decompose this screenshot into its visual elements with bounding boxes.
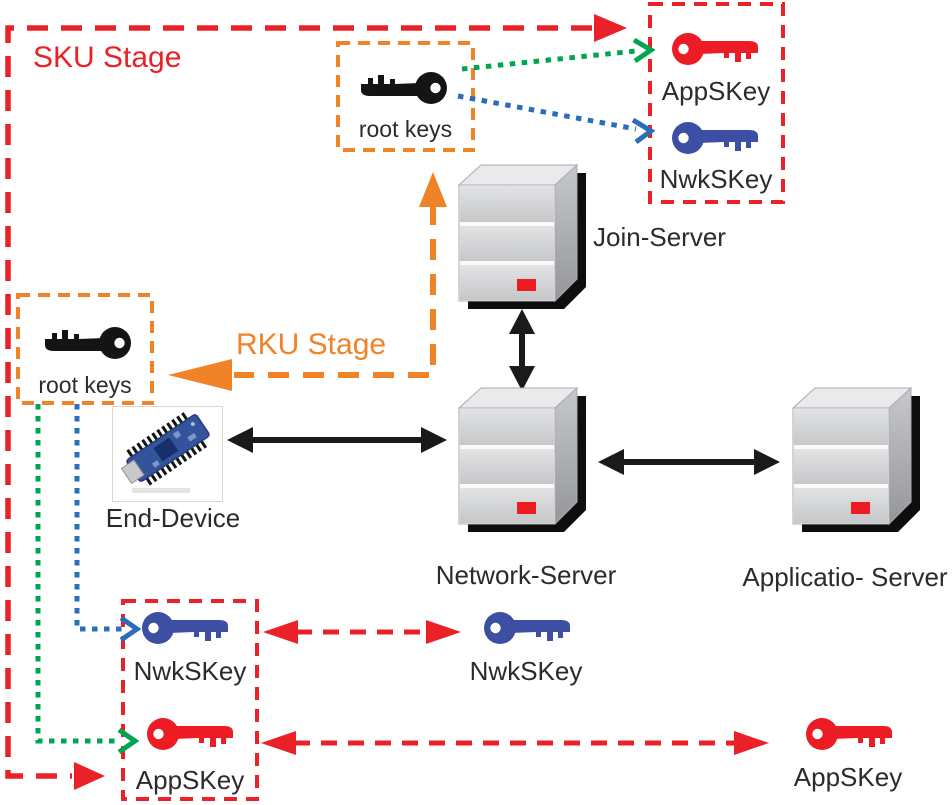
green-derivation-arrow-top: [461, 37, 656, 72]
network-application-arrow: [598, 449, 780, 475]
sku-stage-border: [5, 14, 627, 790]
network-server-icon: [458, 387, 587, 533]
left-root-keys-box: [16, 293, 154, 405]
device-nwkskey-label: NwkSKey: [133, 656, 247, 686]
end-device-label: End-Device: [105, 503, 241, 533]
top-root-keys-label: root keys: [358, 116, 453, 142]
end-device-caption: [132, 488, 190, 493]
join-network-arrow: [509, 309, 535, 391]
appskey-icon-top: [672, 33, 758, 65]
root-key-icon-top: [361, 72, 447, 104]
appskey-icon-device: [147, 718, 233, 750]
rku-stage-path: [168, 172, 447, 391]
network-nwkskey-label: NwkSKey: [469, 656, 583, 686]
sku-top-arrowhead: [594, 14, 627, 42]
end-device-icon: [112, 406, 223, 502]
join-server-label: Join-Server: [593, 222, 726, 252]
sku-stage-label: SKU Stage: [33, 41, 182, 74]
network-server-label: Network-Server: [435, 560, 617, 590]
rku-left-arrowhead: [168, 359, 232, 391]
top-appskey-label: AppSKey: [661, 76, 771, 106]
top-session-keys-box: [648, 2, 785, 204]
appskey-icon-application: [806, 718, 892, 750]
top-nwkskey-label: NwkSKey: [659, 164, 773, 194]
sku-bottom-arrowhead: [74, 762, 105, 790]
appskey-exchange-arrow: [261, 731, 769, 755]
join-server-icon: [458, 164, 587, 310]
nwkskey-icon-top: [672, 122, 758, 154]
application-appskey-label: AppSKey: [793, 762, 903, 792]
left-root-keys-label: root keys: [38, 372, 132, 398]
rku-up-arrowhead: [419, 172, 447, 207]
nwkskey-exchange-arrow: [263, 620, 461, 644]
device-appskey-label: AppSKey: [135, 765, 245, 795]
device-network-arrow: [227, 427, 447, 453]
nwkskey-icon-device: [142, 612, 228, 644]
blue-derivation-arrow-bottom: [74, 404, 142, 643]
rku-stage-label: RKU Stage: [236, 328, 387, 361]
green-derivation-arrow-bottom: [35, 404, 140, 755]
root-key-icon-left: [45, 327, 131, 359]
blue-derivation-arrow-top: [457, 93, 656, 145]
application-server-label: Applicatio- Server: [742, 562, 948, 592]
application-server-icon: [792, 387, 921, 533]
nwkskey-icon-network: [484, 612, 570, 644]
device-session-keys-box: [121, 599, 259, 801]
